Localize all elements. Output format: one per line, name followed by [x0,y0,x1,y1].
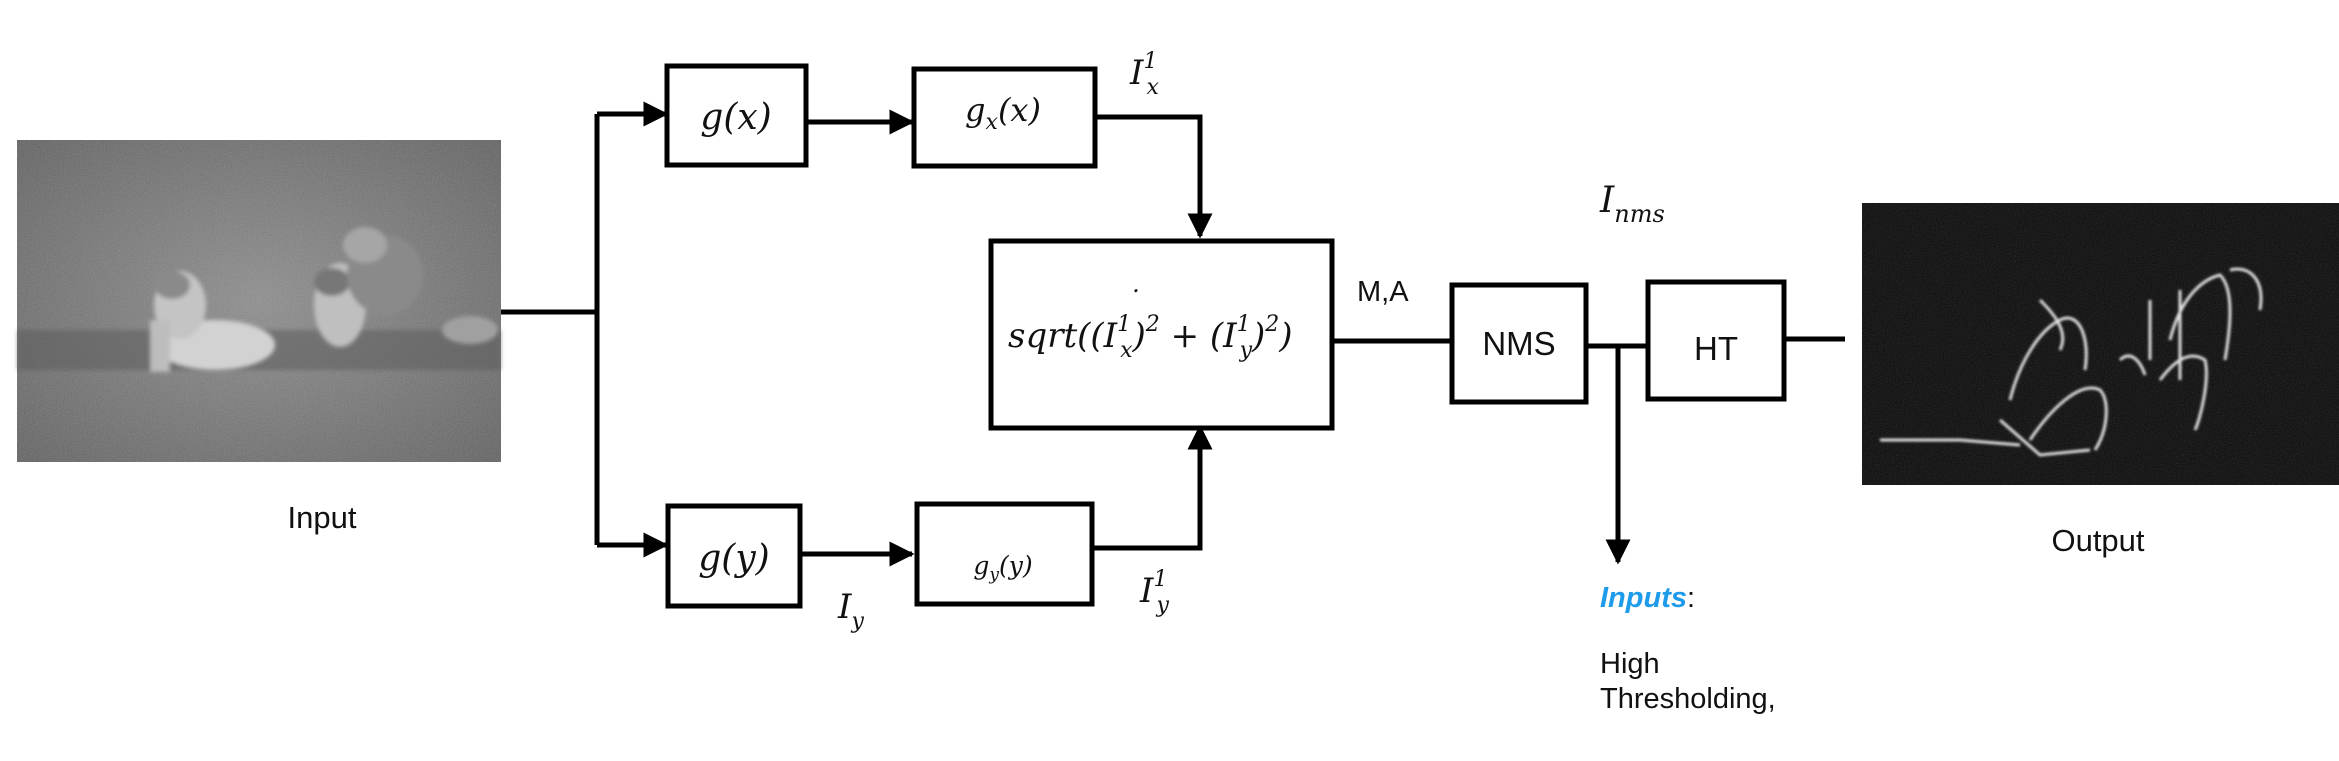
connections [501,101,1845,567]
block-gy-of-y-label: gy(y) [973,551,1032,585]
block-gy-label: g(y) [698,538,769,579]
signal-magnitude-angle: M,A [1357,276,1409,308]
output-label: Output [2051,523,2144,558]
magnitude-dot: . [1132,270,1140,298]
inputs-note-line2: Thresholding, [1600,683,1776,715]
block-gx-label: g(x) [700,97,771,138]
input-label: Input [288,500,357,535]
output-image [1862,203,2339,485]
arrow-iy-to-magnitude [1092,424,1213,551]
lion-figure [150,271,275,372]
block-ht: HT [1645,279,1787,402]
block-gx: g(x) [664,63,809,168]
inputs-note: Inputs: High Thresholding, [1600,582,1776,715]
lion-figure [314,227,498,347]
input-image [17,140,501,462]
inputs-note-line1: High [1600,648,1660,680]
block-gx-of-x: gx(x) [911,66,1098,169]
inputs-note-title: Inputs: [1600,582,1695,614]
signal-inms: Inms [1599,180,1665,228]
block-gy: g(y) [665,503,803,609]
block-ht-label: HT [1694,330,1738,367]
arrow-ix-to-magnitude [1095,114,1213,239]
block-nms: NMS [1449,282,1589,405]
block-nms-label: NMS [1482,325,1555,362]
block-gx-of-x-label: gx(x) [965,91,1041,135]
signal-iy: Iy [837,587,864,634]
edge-strokes [1880,267,2263,457]
block-gy-of-y: gy(y) [914,501,1095,607]
